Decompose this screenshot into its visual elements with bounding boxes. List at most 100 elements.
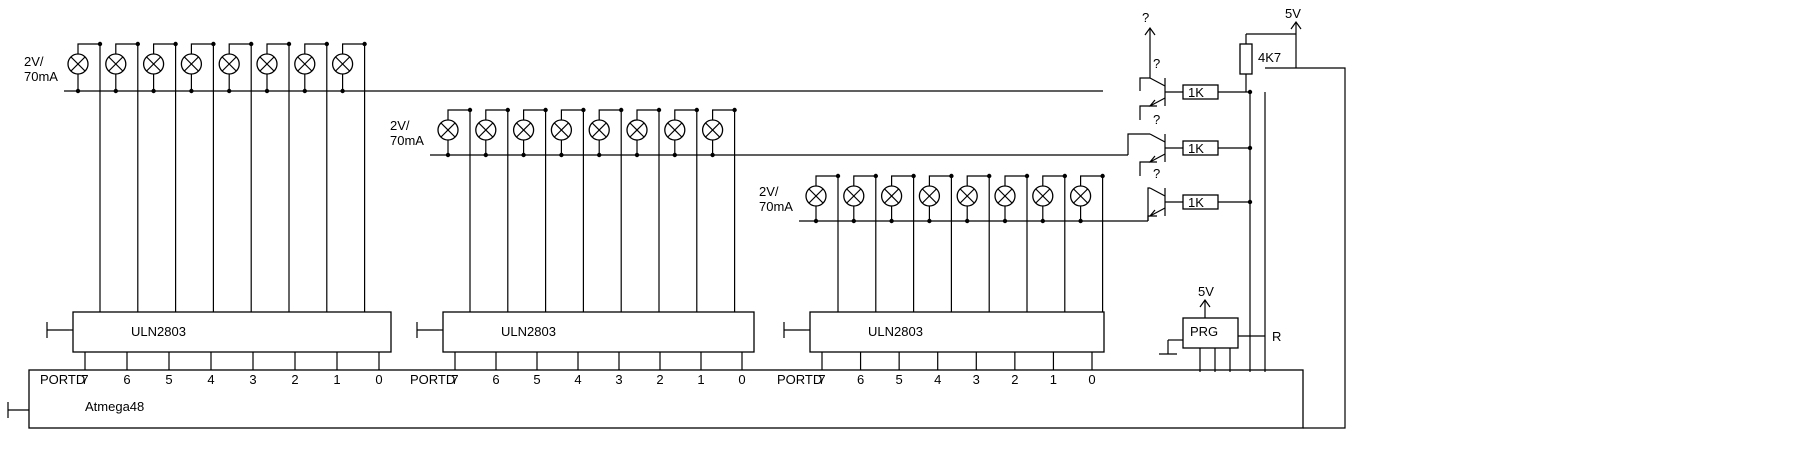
lamp-filament bbox=[1073, 188, 1089, 204]
lamp-supply-voltage: 2V/ bbox=[390, 118, 410, 133]
lamp-filament bbox=[297, 56, 313, 72]
supply-5v-label-top: 5V bbox=[1285, 6, 1301, 21]
wire bbox=[447, 109, 470, 120]
wire bbox=[190, 43, 214, 54]
junction-dot bbox=[927, 218, 932, 224]
unknown-transistor-label: ? bbox=[1153, 112, 1160, 127]
junction-dot bbox=[965, 218, 970, 224]
port-pin-label: 2 bbox=[1011, 372, 1018, 387]
lamp-filament bbox=[705, 122, 721, 138]
junction-dot bbox=[1040, 218, 1046, 224]
wire bbox=[153, 43, 176, 54]
port-pin-label: 7 bbox=[81, 372, 88, 387]
lamp-filament bbox=[108, 56, 124, 72]
portd-label: PORTD bbox=[410, 372, 455, 387]
lamp-bank-3 bbox=[783, 173, 1148, 374]
atmega48-label: Atmega48 bbox=[85, 399, 144, 414]
junction-dot bbox=[672, 152, 677, 158]
port-pin-label: 6 bbox=[123, 372, 130, 387]
junction-dot bbox=[75, 88, 81, 94]
junction-dot bbox=[710, 152, 715, 158]
wire bbox=[1127, 133, 1150, 155]
programmer-block bbox=[1182, 317, 1239, 349]
junction-dot bbox=[1002, 218, 1008, 224]
wire bbox=[890, 175, 914, 186]
lamp-filament bbox=[183, 56, 199, 72]
wire bbox=[1042, 175, 1065, 186]
junction-dot bbox=[851, 218, 856, 224]
wire bbox=[1139, 77, 1150, 91]
lamp-banks bbox=[46, 41, 1148, 374]
lamp-filament bbox=[146, 56, 162, 72]
lamp-filament bbox=[591, 122, 607, 138]
junction-dot bbox=[559, 152, 564, 158]
port-pin-label: 7 bbox=[818, 372, 825, 387]
supply-5v-label-prg: 5V bbox=[1198, 284, 1214, 299]
lamp-supply-voltage: 2V/ bbox=[24, 54, 44, 69]
port-pin-label: 0 bbox=[375, 372, 382, 387]
unknown-transistor-label: ? bbox=[1153, 56, 1160, 71]
port-pin-label: 1 bbox=[697, 372, 704, 387]
pullup-resistor-label: 4K7 bbox=[1258, 50, 1281, 65]
pullup-resistor bbox=[1239, 43, 1253, 75]
port-pin-label: 1 bbox=[1050, 372, 1057, 387]
lamp-filament bbox=[70, 56, 86, 72]
junction-dot bbox=[151, 88, 156, 94]
junction-dot bbox=[302, 88, 307, 94]
wire bbox=[853, 175, 876, 186]
lamp-filament bbox=[884, 188, 900, 204]
uln2803-chip-3 bbox=[809, 311, 1105, 353]
lamp-filament bbox=[997, 188, 1013, 204]
lamp-filament bbox=[259, 56, 275, 72]
portd-label: PORTD bbox=[40, 372, 85, 387]
base-resistor-label: 1K bbox=[1188, 85, 1204, 100]
lamp-filament bbox=[1035, 188, 1051, 204]
port-pin-label: 3 bbox=[249, 372, 256, 387]
junction-dot bbox=[113, 88, 119, 94]
unknown-transistor-label: ? bbox=[1153, 166, 1160, 181]
lamp-filament bbox=[221, 56, 237, 72]
junction-dot bbox=[813, 218, 819, 224]
transistor-emitter bbox=[1149, 207, 1166, 217]
port-pin-label: 3 bbox=[615, 372, 622, 387]
uln2803-chip-1 bbox=[72, 311, 392, 353]
supply-arrow-head bbox=[1199, 298, 1211, 308]
junction-dot bbox=[264, 88, 270, 94]
port-pin-label: 7 bbox=[451, 372, 458, 387]
wire bbox=[598, 109, 622, 120]
supply-return-wire bbox=[1265, 67, 1346, 429]
lamp-filament bbox=[629, 122, 645, 138]
lamp-filament bbox=[846, 188, 862, 204]
reset-label: R bbox=[1272, 329, 1281, 344]
uln2803-chip-2 bbox=[442, 311, 755, 353]
port-pin-label: 4 bbox=[934, 372, 941, 387]
port-pin-label: 2 bbox=[291, 372, 298, 387]
lamp-filament bbox=[516, 122, 532, 138]
wire bbox=[77, 43, 100, 54]
wire bbox=[342, 43, 365, 54]
lamp-filament bbox=[440, 122, 456, 138]
lamp-filament bbox=[667, 122, 683, 138]
port-pin-label: 1 bbox=[333, 372, 340, 387]
junction-dot bbox=[483, 152, 488, 158]
unknown-supply-label: ? bbox=[1142, 10, 1149, 25]
wire bbox=[1004, 175, 1027, 186]
wire bbox=[1139, 105, 1150, 120]
wire bbox=[1147, 215, 1150, 221]
base-resistor-label: 1K bbox=[1188, 195, 1204, 210]
atmega48-mcu bbox=[7, 369, 1304, 429]
port-pin-label: 0 bbox=[1088, 372, 1095, 387]
junction-dot bbox=[889, 218, 894, 224]
transistor-drivers bbox=[1127, 20, 1346, 429]
uln2803-label-1: ULN2803 bbox=[131, 324, 186, 339]
supply-arrow-head bbox=[1290, 20, 1302, 30]
junction-dot bbox=[445, 152, 451, 158]
port-pin-label: 2 bbox=[656, 372, 663, 387]
wire bbox=[815, 175, 838, 186]
transistor-collector bbox=[1149, 77, 1166, 87]
junction-dot bbox=[597, 152, 602, 158]
portd-label: PORTD bbox=[777, 372, 822, 387]
wire bbox=[485, 109, 508, 120]
port-pin-label: 5 bbox=[165, 372, 172, 387]
